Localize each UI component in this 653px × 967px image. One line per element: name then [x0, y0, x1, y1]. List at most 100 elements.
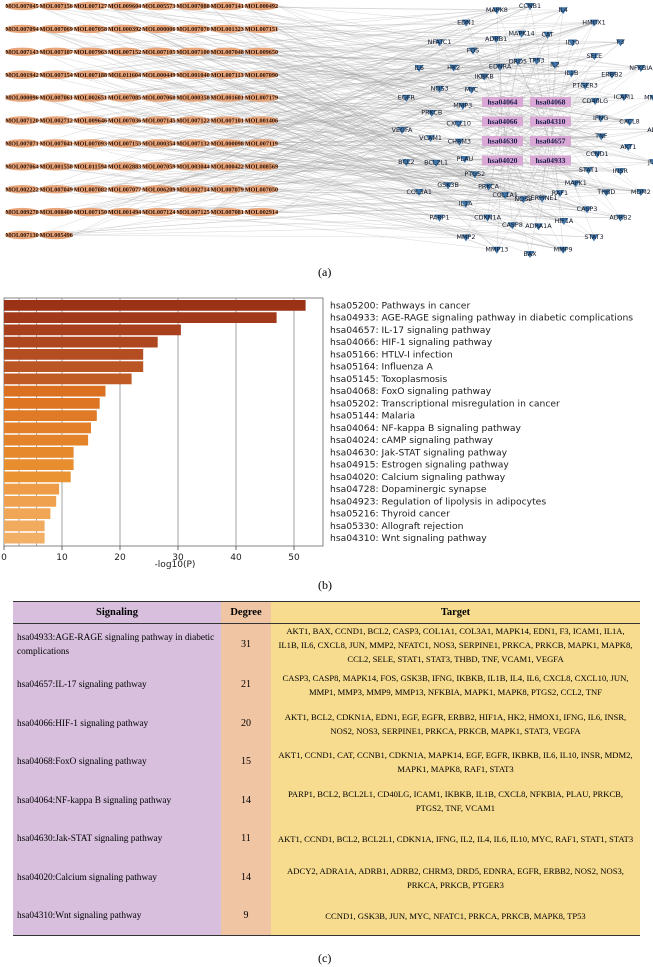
gene-node: NFKBIA	[629, 64, 653, 72]
svg-text:MOL000006: MOL000006	[142, 26, 175, 33]
svg-text:IKBKB: IKBKB	[475, 72, 494, 80]
svg-text:MOL006209: MOL006209	[142, 186, 175, 193]
molecule-node: MOL009646	[73, 116, 108, 125]
svg-text:F3: F3	[617, 38, 625, 46]
signaling-cell: hsa04933:AGE-RAGE signaling pathway in d…	[13, 623, 221, 666]
svg-text:hsa04064: hsa04064	[488, 98, 518, 107]
gene-node: MMP9	[554, 246, 573, 254]
molecule-node: MOL006209	[141, 185, 176, 194]
degree-cell: 21	[221, 666, 271, 705]
category-label: hsa04923: Regulation of lipolysis in adi…	[330, 496, 546, 507]
molecule-node: MOL002883	[107, 162, 142, 171]
gene-node: CDKN1A	[474, 213, 502, 222]
tick-label: 40	[230, 553, 242, 563]
svg-text:THBD: THBD	[596, 188, 615, 196]
svg-text:MOL007100: MOL007100	[176, 49, 209, 56]
svg-text:MOL007059: MOL007059	[142, 163, 175, 170]
svg-text:MOL007105: MOL007105	[142, 49, 175, 56]
svg-text:EDN1: EDN1	[457, 18, 475, 26]
gene-node: MAPK14	[509, 29, 535, 38]
molecule-node: MOL000006	[141, 24, 176, 34]
svg-text:MMP9: MMP9	[554, 246, 573, 254]
bar	[4, 532, 45, 544]
svg-text:COL1A1: COL1A1	[492, 191, 518, 199]
svg-text:MOL005496: MOL005496	[40, 232, 73, 239]
molecule-node: MOL000449	[141, 70, 176, 79]
svg-text:MOL007119: MOL007119	[245, 141, 278, 148]
molecule-node: MOL007127	[73, 1, 108, 11]
molecule-node: MOL007119	[244, 139, 279, 148]
bar	[4, 508, 51, 519]
gene-node: MMP1	[644, 94, 653, 102]
molecule-node: MOL007093	[73, 139, 108, 148]
svg-text:IL2: IL2	[550, 61, 560, 69]
tick-label: 20	[114, 553, 126, 563]
svg-text:CXCL8: CXCL8	[619, 118, 639, 126]
svg-text:MOL007081: MOL007081	[211, 209, 244, 216]
category-label: hsa04657: IL-17 signaling pathway	[330, 325, 491, 336]
table-header-row: Signaling Degree Target	[13, 601, 640, 624]
svg-text:JUN: JUN	[647, 158, 653, 166]
gene-node: IL10	[566, 38, 579, 47]
category-label: hsa05144: Malaria	[330, 411, 415, 422]
category-label: hsa05166: HTLV-I infection	[330, 349, 453, 360]
svg-text:PTGS2: PTGS2	[464, 170, 485, 178]
bar	[4, 422, 91, 434]
molecule-node: MOL001040	[176, 70, 210, 79]
svg-text:CASP3: CASP3	[577, 205, 598, 213]
molecule-node: MOL009278	[5, 207, 39, 217]
gene-node: CXCL10	[446, 119, 471, 128]
svg-text:MOL011604: MOL011604	[108, 72, 141, 79]
molecule-node: MOL000098	[210, 139, 245, 148]
bar	[4, 312, 277, 323]
svg-text:IFNG: IFNG	[593, 114, 608, 122]
svg-text:IL4: IL4	[558, 6, 568, 14]
bar	[4, 471, 71, 483]
header-signaling: Signaling	[13, 601, 221, 624]
gene-node: SERPINE1	[526, 194, 558, 203]
molecule-node: MOL001494	[107, 207, 142, 217]
molecule-node: MOL007068	[141, 93, 176, 102]
table-row: hsa04066:HIF-1 signaling pathway 20 AKT1…	[13, 704, 640, 743]
signaling-cell: hsa04310:Wnt signaling pathway	[13, 897, 221, 936]
tick-label: 0	[1, 553, 7, 563]
table-row: hsa04657:IL-17 signaling pathway 21 CASP…	[13, 666, 640, 705]
molecule-node: MOL007125	[176, 207, 210, 217]
svg-text:MOL007082: MOL007082	[74, 186, 107, 193]
svg-text:MOL001406: MOL001406	[245, 118, 278, 125]
svg-text:COL3A1: COL3A1	[406, 188, 432, 196]
svg-text:MOL007156: MOL007156	[40, 3, 73, 10]
molecule-node: MOL009604	[107, 1, 142, 11]
svg-text:MOL002883: MOL002883	[108, 163, 141, 170]
molecule-node: MOL007130	[5, 230, 39, 240]
svg-text:MOL001942: MOL001942	[5, 72, 38, 79]
svg-text:NFKBIA: NFKBIA	[629, 64, 653, 72]
degree-cell: 31	[221, 623, 271, 666]
svg-text:MOL007120: MOL007120	[5, 118, 38, 125]
svg-text:MOL007124: MOL007124	[142, 209, 175, 216]
svg-text:ICAM1: ICAM1	[614, 93, 634, 101]
svg-text:MMP2: MMP2	[457, 233, 476, 241]
gene-node: COL3A1	[406, 188, 432, 196]
pathway-node: hsa04310	[530, 116, 571, 127]
gene-node: FOS	[467, 46, 479, 55]
molecule-node: MOL007155	[107, 139, 142, 148]
gene-node: MMP13	[485, 246, 508, 254]
molecule-node: MOL007113	[210, 70, 245, 79]
svg-text:VEGFA: VEGFA	[392, 126, 413, 134]
molecule-node: MOL008400	[39, 207, 74, 217]
molecule-node: MOL007079	[210, 185, 245, 194]
gene-node: BCL2	[398, 158, 415, 167]
svg-text:BCL2L1: BCL2L1	[424, 159, 448, 167]
molecule-node: MOL002914	[244, 207, 279, 217]
bar	[4, 496, 57, 507]
svg-text:BAX: BAX	[523, 250, 537, 258]
gene-node: ADRB1	[485, 35, 507, 44]
molecule-node: MOL007154	[39, 70, 74, 79]
category-label: hsa04020: Calcium signaling pathway	[330, 472, 506, 483]
svg-text:MOL007101: MOL007101	[211, 118, 244, 125]
